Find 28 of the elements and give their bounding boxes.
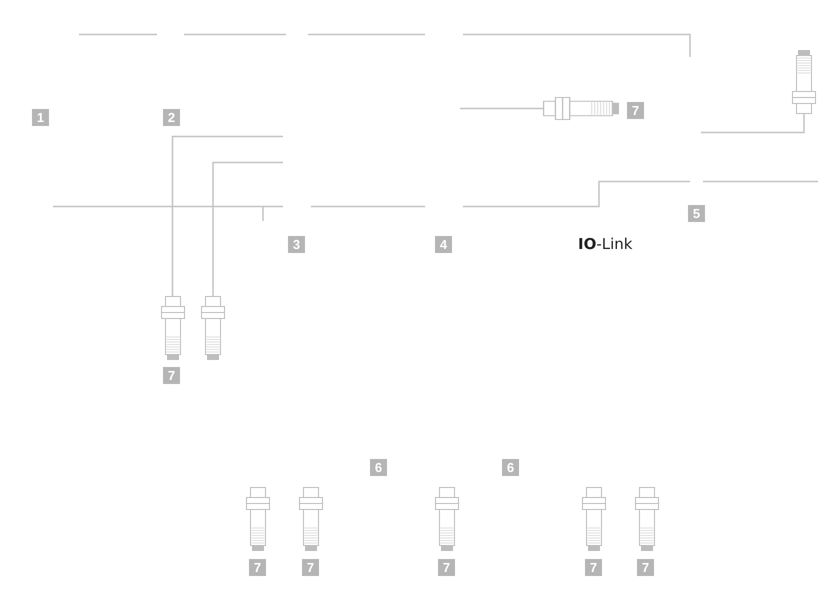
callout-number: 6 [370, 459, 387, 476]
sensor-drawing [792, 50, 816, 114]
callout-number: 5 [688, 205, 705, 222]
callout-number: 4 [435, 236, 452, 253]
protocol-name: IO-Link [578, 235, 632, 253]
callout-number: 7 [637, 559, 654, 576]
callout-number: 7 [627, 102, 644, 119]
callout-number: 7 [585, 559, 602, 576]
connection-line [172, 136, 283, 296]
sensor-drawing [582, 487, 606, 551]
connection-line [460, 108, 543, 110]
callout-number: 2 [163, 109, 180, 126]
connection-line [701, 114, 805, 134]
callout-number: 7 [249, 559, 266, 576]
sensor-drawing [543, 97, 619, 120]
connection-line [212, 162, 283, 296]
sensor-drawing [246, 487, 270, 551]
callout-number: 7 [163, 367, 180, 384]
sensor-drawing [201, 296, 225, 360]
sensor-drawing [435, 487, 459, 551]
callout-number: 3 [288, 236, 305, 253]
sensor-drawing [160, 296, 184, 360]
sensor-drawing [635, 487, 659, 551]
callout-number: 6 [502, 459, 519, 476]
callout-number: 7 [302, 559, 319, 576]
sensor-drawing [299, 487, 323, 551]
callout-number: 1 [32, 109, 49, 126]
callout-number: 7 [438, 559, 455, 576]
